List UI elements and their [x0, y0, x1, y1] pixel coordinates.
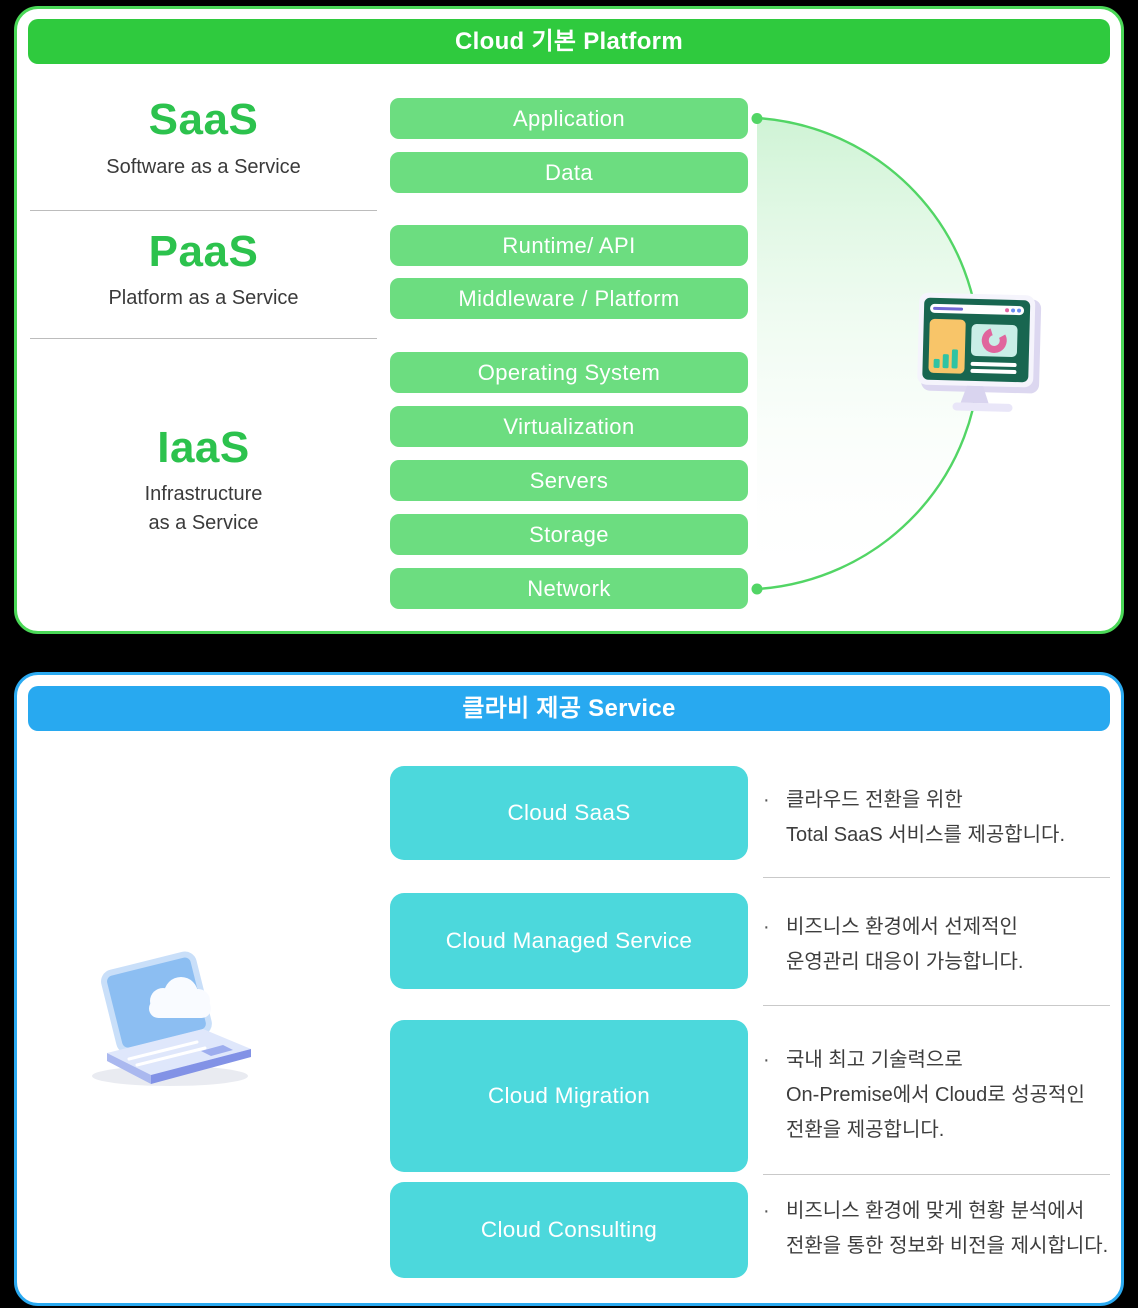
bar-runtime-api: Runtime/ API — [390, 225, 748, 266]
category-paas: PaaS Platform as a Service — [30, 228, 377, 313]
bar-storage: Storage — [390, 514, 748, 555]
category-paas-title: PaaS — [148, 227, 259, 276]
desc-line: 전환을 통한 정보화 비전을 제시합니다. — [786, 1235, 1109, 1257]
service-desc-cloud-saas: · 클라우드 전환을 위한 Total SaaS 서비스를 제공합니다. — [763, 783, 1123, 853]
platform-header: Cloud 기본 Platform — [28, 19, 1110, 64]
desc-line: 비즈니스 환경에서 선제적인 — [786, 916, 1018, 938]
bar-servers: Servers — [390, 460, 748, 501]
category-divider — [30, 210, 377, 211]
service-desc-cloud-managed-service: · 비즈니스 환경에서 선제적인 운영관리 대응이 가능합니다. — [763, 910, 1123, 980]
service-button-cloud-saas: Cloud SaaS — [390, 766, 748, 860]
desc-line: 비즈니스 환경에 맞게 현황 분석에서 — [786, 1200, 1085, 1222]
desc-divider — [763, 877, 1110, 878]
desc-line: 운영관리 대응이 가능합니다. — [786, 951, 1024, 973]
service-header: 클라비 제공 Service — [28, 686, 1110, 731]
category-divider — [30, 338, 377, 339]
bullet-icon: · — [763, 1049, 770, 1071]
service-button-cloud-migration: Cloud Migration — [390, 1020, 748, 1172]
desc-divider — [763, 1174, 1110, 1175]
bullet-icon: · — [763, 1200, 770, 1222]
desc-divider — [763, 1005, 1110, 1006]
bar-application: Application — [390, 98, 748, 139]
bar-middleware-platform: Middleware / Platform — [390, 278, 748, 319]
desc-line: On-Premise에서 Cloud로 성공적인 — [786, 1084, 1085, 1106]
bar-network: Network — [390, 568, 748, 609]
bar-operating-system: Operating System — [390, 352, 748, 393]
category-paas-subtitle: Platform as a Service — [108, 287, 299, 309]
category-iaas-subtitle-line1: Infrastructure — [144, 483, 263, 505]
bar-data: Data — [390, 152, 748, 193]
category-iaas-title: IaaS — [157, 423, 250, 472]
category-saas-title: SaaS — [148, 95, 259, 144]
category-saas-subtitle: Software as a Service — [106, 156, 301, 178]
bar-virtualization: Virtualization — [390, 406, 748, 447]
category-iaas-subtitle-line2: as a Service — [148, 512, 259, 534]
service-button-cloud-consulting: Cloud Consulting — [390, 1182, 748, 1278]
bullet-icon: · — [763, 789, 770, 811]
service-button-cloud-managed-service: Cloud Managed Service — [390, 893, 748, 989]
category-iaas: IaaS Infrastructure as a Service — [30, 424, 377, 538]
desc-line: Total SaaS 서비스를 제공합니다. — [786, 824, 1065, 846]
desc-line: 클라우드 전환을 위한 — [786, 789, 963, 811]
desc-line: 국내 최고 기술력으로 — [786, 1049, 963, 1071]
bullet-icon: · — [763, 916, 770, 938]
service-desc-cloud-migration: · 국내 최고 기술력으로 On-Premise에서 Cloud로 성공적인 전… — [763, 1043, 1123, 1148]
desc-line: 전환을 제공합니다. — [786, 1119, 945, 1141]
category-saas: SaaS Software as a Service — [30, 96, 377, 182]
service-desc-cloud-consulting: · 비즈니스 환경에 맞게 현황 분석에서 전환을 통한 정보화 비전을 제시합… — [763, 1194, 1123, 1264]
